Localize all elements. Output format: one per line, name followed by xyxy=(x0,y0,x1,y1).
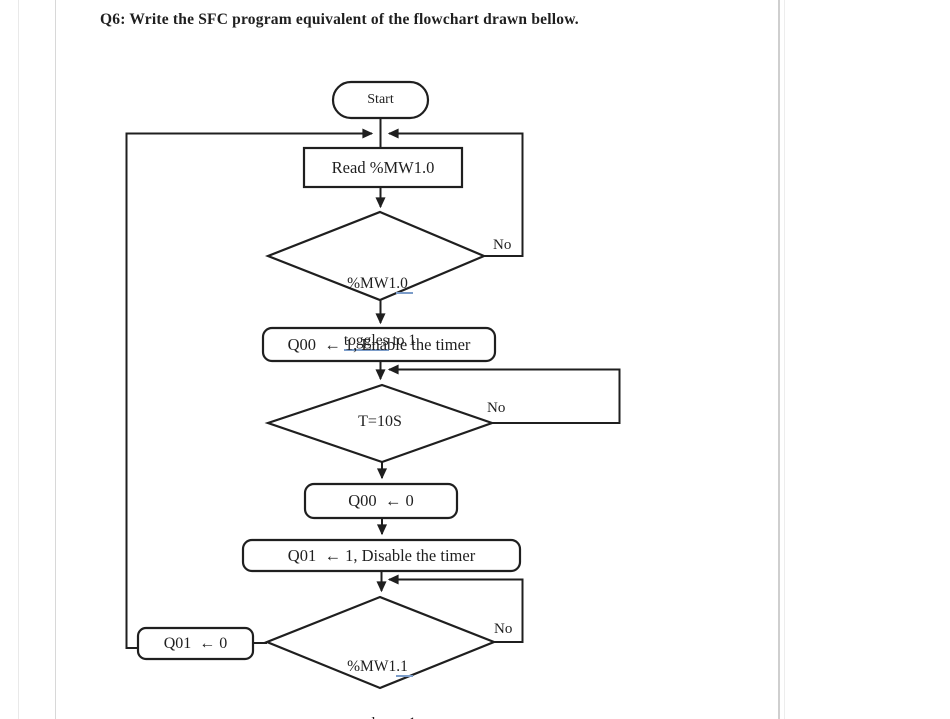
connector-loop-decision1-no xyxy=(387,128,524,257)
read-box-label: Read %MW1.0 xyxy=(331,157,435,177)
decision3-diamond-shape xyxy=(264,595,497,690)
read-process-shape xyxy=(302,146,464,189)
decision2-diamond-shape xyxy=(264,383,496,464)
decision3-line1: %MW1.1 xyxy=(280,657,480,677)
decision2-no-label: No xyxy=(487,400,506,416)
disable-box-label: Q01 ← 1, Disable the timer xyxy=(287,545,476,565)
decision1-label: %MW1.0 toggles to 1 xyxy=(280,236,480,388)
start-terminal-shape xyxy=(331,80,430,120)
connector-loop-decision2-no xyxy=(387,364,621,424)
decision1-diamond-shape xyxy=(264,210,487,302)
enable-box-label: Q00 ← 1, Enable the timer xyxy=(287,334,471,354)
decision1-no-label: No xyxy=(493,237,512,253)
decision1-line1: %MW1.0 xyxy=(280,274,480,294)
page-edge-line-right-inner xyxy=(778,0,780,719)
decision1-line2: toggles to 1 xyxy=(343,332,417,351)
q00-reset-box-label: Q00 ← 0 xyxy=(348,491,414,510)
start-label: Start xyxy=(367,92,394,107)
decision3-line2: toggles to 1 xyxy=(280,714,480,719)
enable-timer-shape xyxy=(261,326,497,363)
question-title: Q6: Write the SFC program equivalent of … xyxy=(100,11,579,28)
q00-reset-shape xyxy=(303,482,459,520)
page-edge-line-left-inner xyxy=(55,0,56,719)
decision2-label: T=10S xyxy=(358,413,402,430)
decision3-no-label: No xyxy=(494,621,513,637)
decision3-label: %MW1.1 toggles to 1 xyxy=(280,619,480,719)
q01-reset-shape xyxy=(136,626,255,661)
page-edge-line-right-outer xyxy=(784,0,785,719)
page-edge-line-left-outer xyxy=(18,0,19,719)
q01-reset-box-label: Q01 ← 0 xyxy=(163,634,228,652)
connector-loop-main-left xyxy=(125,128,374,649)
connector-loop-decision3-no xyxy=(387,574,524,643)
disable-timer-shape xyxy=(241,538,522,573)
